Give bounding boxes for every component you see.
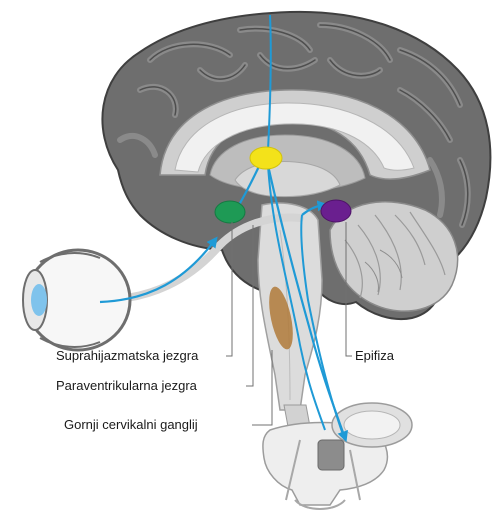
pineal-marker — [321, 200, 351, 222]
paraventricular-nucleus-marker — [250, 147, 282, 169]
brain-icon — [102, 12, 490, 470]
iris — [31, 284, 47, 316]
label-paraventricular: Paraventrikularna jezgra — [56, 378, 197, 394]
label-cervical-ganglion: Gornji cervikalni ganglij — [64, 417, 198, 433]
suprachiasmatic-nucleus-marker — [215, 201, 245, 223]
label-pineal: Epifiza — [355, 348, 394, 364]
label-suprachiasmatic: Suprahijazmatska jezgra — [56, 348, 198, 364]
